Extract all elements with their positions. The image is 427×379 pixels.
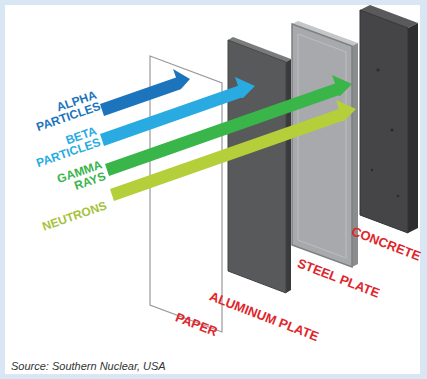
aluminum-side — [286, 59, 291, 293]
concrete-block — [360, 10, 408, 233]
concrete-side — [408, 23, 418, 233]
concrete-texture — [371, 169, 373, 171]
source-caption: Source: Southern Nuclear, USA — [11, 360, 166, 372]
concrete-texture — [391, 129, 394, 132]
concrete-texture — [377, 69, 380, 72]
neutron-arrow — [110, 100, 356, 201]
steel-bevel — [298, 34, 346, 258]
concrete-texture — [397, 195, 400, 198]
beta-arrow — [100, 77, 255, 146]
steel-plate — [292, 24, 352, 267]
